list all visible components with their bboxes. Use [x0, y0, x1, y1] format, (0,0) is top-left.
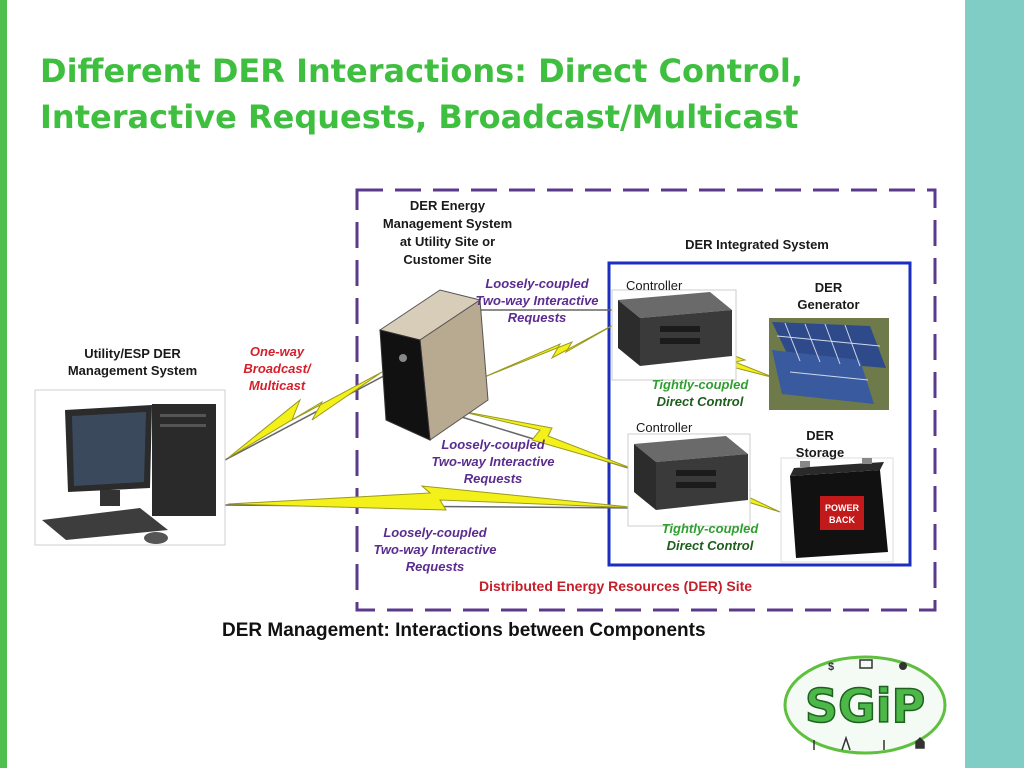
logo-computer-icon [859, 659, 873, 669]
broadcast-label: One-way Broadcast/ Multicast [243, 344, 311, 393]
title-line-2: Interactive Requests, Broadcast/Multicas… [40, 98, 799, 136]
diagram-caption: DER Management: Interactions between Com… [222, 620, 706, 641]
slide-title: Different DER Interactions: Direct Contr… [40, 48, 940, 140]
ems-server-image [378, 289, 489, 441]
pc-tower [152, 404, 216, 516]
tightly-coupled-top-label: Tightly-coupled Direct Control [651, 377, 749, 409]
logo-dollar-icon: $ [828, 661, 834, 673]
lightning-ems-controller-top [481, 317, 627, 379]
sgip-logo: $ SGiP [783, 655, 947, 755]
integrated-system-label: DER Integrated System [685, 237, 829, 252]
lightning-utility-controller [227, 485, 641, 511]
logo-bulb-icon [899, 662, 907, 670]
controller-bottom-label: Controller [636, 420, 693, 435]
controller-top-image [611, 289, 737, 381]
controller-bottom-image [627, 433, 751, 527]
logo-text: SGiP [805, 679, 925, 733]
logo-house-icon [915, 736, 925, 749]
loosely-coupled-bottom-label: Loosely-coupled Two-way Interactive Requ… [373, 525, 497, 574]
der-site-boundary [355, 188, 937, 612]
loosely-coupled-middle-label: Loosely-coupled Two-way Interactive Requ… [431, 437, 555, 486]
mouse [144, 532, 168, 544]
battery-brand-line-1: POWER [825, 503, 860, 513]
loosely-coupled-top-label: Loosely-coupled Two-way Interactive Requ… [475, 276, 599, 325]
utility-computer-image [34, 389, 226, 546]
utility-label: Utility/ESP DER Management System [67, 346, 198, 378]
solar-panel-image [769, 318, 889, 410]
lightning-broadcast [227, 371, 383, 459]
der-storage-label: DER Storage [795, 428, 845, 460]
battery-brand-line-2: BACK [829, 515, 855, 525]
der-site-label: Distributed Energy Resources (DER) Site [479, 578, 753, 594]
logo-tower-icons [813, 735, 925, 751]
left-accent-bar [0, 0, 7, 768]
keyboard [42, 508, 168, 540]
logo-ellipse [783, 655, 947, 755]
tightly-coupled-bottom-label: Tightly-coupled Direct Control [661, 521, 759, 553]
der-integrated-system-box [607, 261, 912, 567]
right-accent-band [965, 0, 1024, 768]
der-generator-label: DER Generator [797, 280, 860, 312]
title-line-1: Different DER Interactions: Direct Contr… [40, 52, 803, 90]
controller-top-label: Controller [626, 278, 683, 293]
ems-label: DER Energy Management System at Utility … [382, 198, 513, 267]
battery-image: POWER BACK [780, 457, 894, 563]
